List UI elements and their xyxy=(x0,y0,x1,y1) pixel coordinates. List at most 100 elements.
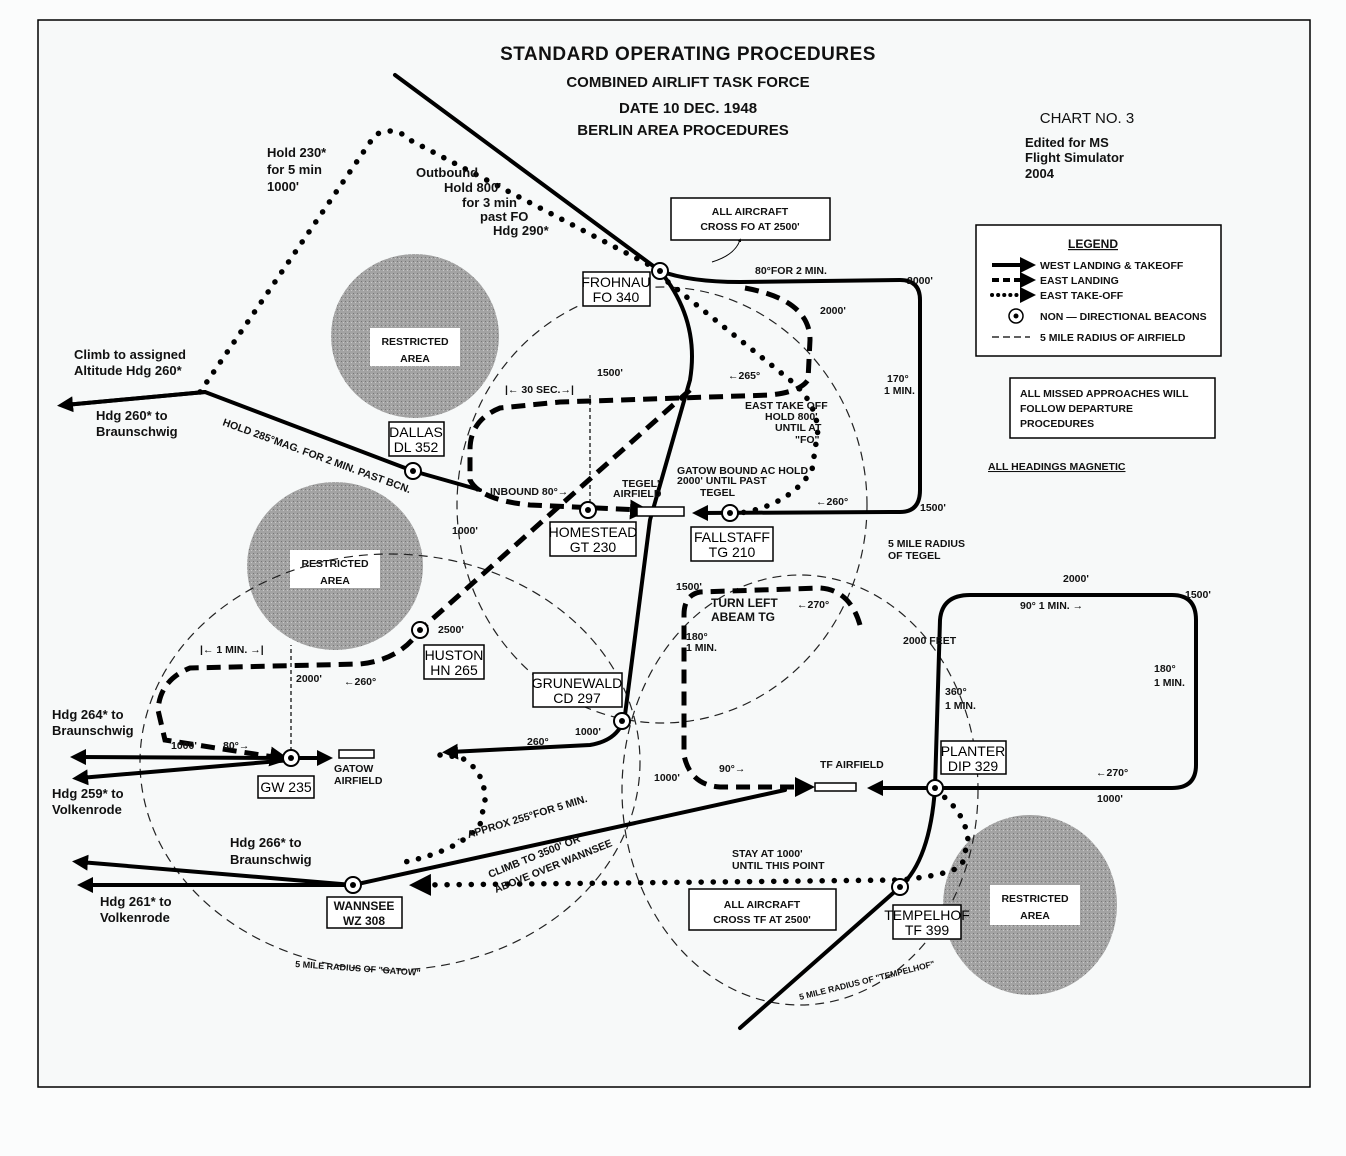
route-label: 90° 1 MIN. → xyxy=(1020,600,1083,612)
restricted-label: RESTRICTED xyxy=(381,336,449,348)
route-label: 1 MIN. xyxy=(686,642,717,654)
beacon-label-dallas: DALLAS DL 352 xyxy=(388,421,445,457)
route-label: TURN LEFT xyxy=(711,596,778,610)
beacon-code: HN 265 xyxy=(430,662,478,678)
restricted-area-north: RESTRICTED AREA xyxy=(331,254,499,418)
radius-tegel xyxy=(456,286,868,724)
annotation: Hdg 264* to xyxy=(52,707,124,722)
route-label: ←270° xyxy=(797,599,829,611)
restricted-label: AREA xyxy=(1020,910,1050,922)
title-line-4: BERLIN AREA PROCEDURES xyxy=(577,122,788,139)
route-label: HOLD 800' xyxy=(765,411,818,423)
route-label: INBOUND 80°→ xyxy=(490,486,568,498)
note-line: CROSS TF AT 2500' xyxy=(713,914,811,926)
beacon-icon xyxy=(891,878,909,896)
east-takeoff-routes xyxy=(197,128,971,896)
route-label: 260° xyxy=(527,736,549,748)
annotation: Hdg 266* to xyxy=(230,835,302,850)
chart-frame xyxy=(37,19,1311,1088)
beacon-name: DALLAS xyxy=(389,424,443,440)
route-label: 1000' xyxy=(1097,793,1123,805)
route-label: UNTIL THIS POINT xyxy=(732,860,825,872)
annotations: Hold 230* for 5 min 1000' Outbound Hold … xyxy=(52,145,550,925)
route-label: |← 1 MIN. →| xyxy=(200,644,264,656)
route-label: GATOW BOUND AC HOLD xyxy=(677,465,808,477)
note-line: CROSS FO AT 2500' xyxy=(700,221,799,233)
route-label: GATOW xyxy=(334,763,373,775)
legend-label: EAST TAKE-OFF xyxy=(1040,290,1124,302)
title-block: STANDARD OPERATING PROCEDURES COMBINED A… xyxy=(500,44,876,139)
beacon-code: DL 352 xyxy=(394,439,439,455)
title-line-1: STANDARD OPERATING PROCEDURES xyxy=(500,44,876,65)
beacon-label-huston: HUSTON HN 265 xyxy=(423,644,485,680)
legend-label: EAST LANDING xyxy=(1040,275,1119,287)
annotation: Hdg 261* to xyxy=(100,894,172,909)
annotation: 1000' xyxy=(267,179,299,194)
route-label: UNTIL AT xyxy=(775,422,822,434)
route-label: STAY AT 1000' xyxy=(732,848,803,860)
missed-approach-note: ALL MISSED APPROACHES WILL FOLLOW DEPART… xyxy=(1009,377,1216,439)
beacon-icon xyxy=(721,504,739,522)
note-line: ALL AIRCRAFT xyxy=(724,899,801,911)
route-label: 2000' xyxy=(1063,573,1089,585)
route-label: AIRFIELD xyxy=(334,775,383,787)
route-label: ←260° xyxy=(816,496,848,508)
route-label: 2000' xyxy=(820,305,846,317)
annotation: Hdg 260* to xyxy=(96,408,168,423)
annotation: Volkenrode xyxy=(52,802,122,817)
legend: LEGEND WEST LANDING & TAKEOFF EAST LANDI… xyxy=(975,224,1222,357)
beacon-icon xyxy=(411,621,429,639)
note-line: PROCEDURES xyxy=(1020,418,1094,430)
cross-tf-note: ALL AIRCRAFT CROSS TF AT 2500' xyxy=(688,888,837,931)
beacon-label-gatow: GW 235 xyxy=(257,775,315,799)
legend-heading: LEGEND xyxy=(1068,237,1118,251)
east-landing-routes xyxy=(155,285,863,797)
route-label: 1000' xyxy=(171,740,197,752)
route-label: 180° xyxy=(1154,663,1176,675)
restricted-label: RESTRICTED xyxy=(1001,893,1069,905)
route-label: |← 30 SEC.→| xyxy=(505,384,574,396)
title-line-2: COMBINED AIRLIFT TASK FORCE xyxy=(566,74,809,91)
beacon-name: HOMESTEAD xyxy=(549,524,638,540)
route-label: TEGEL xyxy=(700,487,736,499)
route-label: ←270° xyxy=(1096,767,1128,779)
route-label: 2000' UNTIL PAST xyxy=(677,475,767,487)
route-label: EAST TAKE OFF xyxy=(745,400,828,412)
beacon-label-homestead: HOMESTEAD GT 230 xyxy=(549,521,638,557)
beacon-icon xyxy=(282,749,300,767)
restricted-area-tempelhof: RESTRICTED AREA xyxy=(943,815,1117,995)
route-label: ←260° xyxy=(344,676,376,688)
note-line: ALL AIRCRAFT xyxy=(712,206,789,218)
beacon-icon xyxy=(926,779,944,797)
annotation: Hold 800' xyxy=(444,180,501,195)
restricted-area-gatow: RESTRICTED AREA xyxy=(247,482,423,650)
radius-gatow xyxy=(139,553,641,971)
cross-fo-note: ALL AIRCRAFT CROSS FO AT 2500' xyxy=(670,197,831,241)
beacon-name: TEMPELHOF xyxy=(884,907,970,923)
route-label: 2500' xyxy=(438,624,464,636)
annotation: Hold 230* xyxy=(267,145,327,160)
route-label: 1 MIN. xyxy=(945,700,976,712)
route-label: 1000' xyxy=(575,726,601,738)
route-label: OF TEGEL xyxy=(888,550,941,562)
route-label: 2000' xyxy=(296,673,322,685)
beacon-label-wannsee: WANNSEE WZ 308 xyxy=(326,896,403,929)
route-label: 360° xyxy=(945,686,967,698)
route-label: TF AIRFIELD xyxy=(820,759,884,771)
beacon-code: CD 297 xyxy=(553,690,601,706)
restricted-label: AREA xyxy=(400,353,430,365)
beacon-icon xyxy=(1008,308,1024,324)
beacon-icon xyxy=(404,462,422,480)
edited-note: 2004 xyxy=(1025,166,1055,181)
west-routes xyxy=(57,73,1198,1030)
route-label: 170° xyxy=(887,373,909,385)
route-label: 1500' xyxy=(1185,589,1211,601)
annotation: Climb to assigned xyxy=(74,347,186,362)
route-label: 1000' xyxy=(654,772,680,784)
beacon-code: GW 235 xyxy=(260,779,312,795)
restricted-label: RESTRICTED xyxy=(301,558,369,570)
beacon-icon xyxy=(613,712,631,730)
route-label: 1500' xyxy=(676,581,702,593)
beacon-name: FALLSTAFF xyxy=(694,529,770,545)
